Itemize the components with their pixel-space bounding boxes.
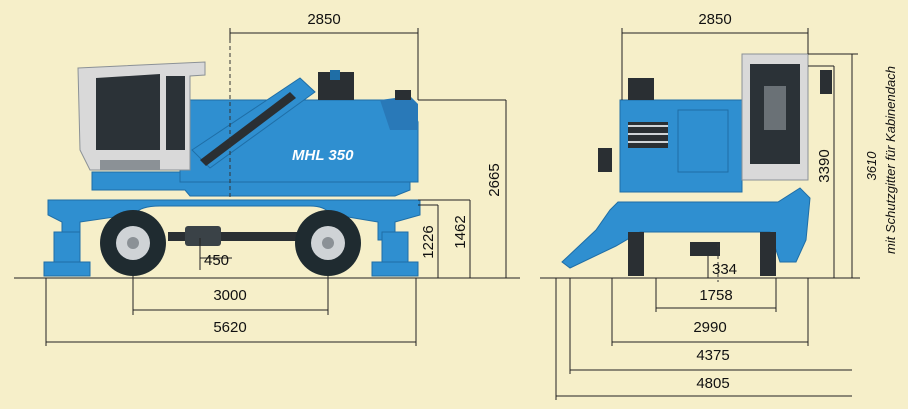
- dim-axle-offset: 450: [199, 238, 232, 270]
- model-logo: MHL 350: [292, 147, 354, 164]
- dim-width-2990: 2990: [611, 278, 809, 346]
- side-undercarriage: [43, 199, 421, 277]
- label-height-1462: 1462: [452, 215, 469, 248]
- label-height-2665: 2665: [486, 163, 503, 196]
- side-upper-structure: MHL 350: [91, 70, 419, 197]
- front-wheel: [100, 210, 166, 276]
- dim-track-width: 1758: [655, 278, 777, 312]
- label-cab-guard-note: mit Schutzgitter für Kabinendach: [883, 66, 898, 254]
- label-track-width: 1758: [699, 287, 732, 304]
- label-axle-offset: 450: [204, 252, 229, 269]
- dim-width-4375: 4375: [569, 278, 852, 374]
- dim-ground-clearance: 334: [707, 256, 737, 278]
- label-ground-clearance: 334: [712, 261, 737, 278]
- rear-wheel: [295, 210, 361, 276]
- label-wheelbase: 3000: [213, 287, 246, 304]
- label-overall-length: 5620: [213, 319, 246, 336]
- front-undercarriage: [561, 187, 811, 276]
- dim-side-heights: 1226 1462 2665: [418, 99, 507, 278]
- side-view: MHL 350 2850 1226 1462 266: [14, 11, 520, 346]
- front-view: 2850 3390 3610 mit Schutzgitter für Kabi…: [540, 11, 898, 400]
- label-width-2990: 2990: [693, 319, 726, 336]
- dim-overall-length: 5620: [45, 278, 417, 346]
- label-width-4805: 4805: [696, 375, 729, 392]
- label-side-top-width: 2850: [307, 11, 340, 28]
- dim-side-top-width: 2850: [229, 11, 419, 100]
- label-height-1226: 1226: [420, 225, 437, 258]
- label-front-top-width: 2850: [698, 11, 731, 28]
- front-cab: [741, 53, 809, 181]
- dim-width-4805: 4805: [555, 278, 852, 400]
- front-upper-structure: [598, 70, 832, 193]
- label-height-3390: 3390: [816, 149, 833, 182]
- dim-front-heights: 3390 3610 mit Schutzgitter für Kabinenda…: [808, 53, 898, 278]
- dim-front-top-width: 2850: [621, 11, 809, 100]
- label-width-4375: 4375: [696, 347, 729, 364]
- label-height-3610: 3610: [864, 151, 879, 181]
- operator-cab: [77, 61, 206, 171]
- dim-wheelbase: 3000: [132, 276, 329, 315]
